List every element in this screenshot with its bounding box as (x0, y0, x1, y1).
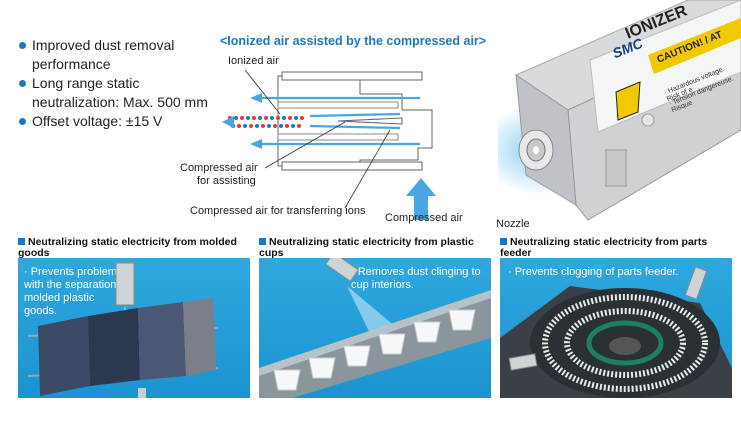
parts-feeder-panel: · Prevents clogging of parts feeder. (500, 258, 732, 398)
molded-goods-panel: · Prevents problems with the separation … (18, 258, 250, 398)
diagram-title: <Ionized air assisted by the compressed … (220, 34, 487, 48)
feature-item: Improved dust removal performance (18, 36, 223, 74)
label-compressed-assist-1: Compressed air (180, 162, 258, 174)
ionizer-product-image (498, 0, 741, 221)
parts-feeder-caption: · Prevents clogging of parts feeder. (508, 266, 679, 278)
section-title-molded-goods: Neutralizing static electricity from mol… (18, 236, 237, 259)
section-title-plastic-cups: Neutralizing static electricity from pla… (259, 236, 474, 259)
plastic-cups-panel: · Removes dust clinging to cup interiors… (259, 258, 491, 398)
section-title-parts-feeder: Neutralizing static electricity from par… (500, 236, 708, 259)
label-compressed-assist-2: for assisting (197, 175, 256, 187)
label-compressed-air: Compressed air (385, 212, 463, 224)
feature-item: Long range static neutralization: Max. 5… (18, 74, 223, 112)
feature-list: Improved dust removal performance Long r… (18, 36, 223, 131)
label-transfer-air: Compressed air for transferring ions (190, 205, 366, 217)
label-nozzle: Nozzle (496, 218, 530, 230)
plastic-cups-caption: · Removes dust clinging to cup interiors… (351, 266, 481, 291)
nozzle-cross-section-diagram (222, 69, 436, 220)
label-ionized-air: Ionized air (228, 55, 279, 67)
molded-goods-caption: · Prevents problems with the separation … (24, 266, 129, 317)
feature-item: Offset voltage: ±15 V (18, 112, 223, 131)
